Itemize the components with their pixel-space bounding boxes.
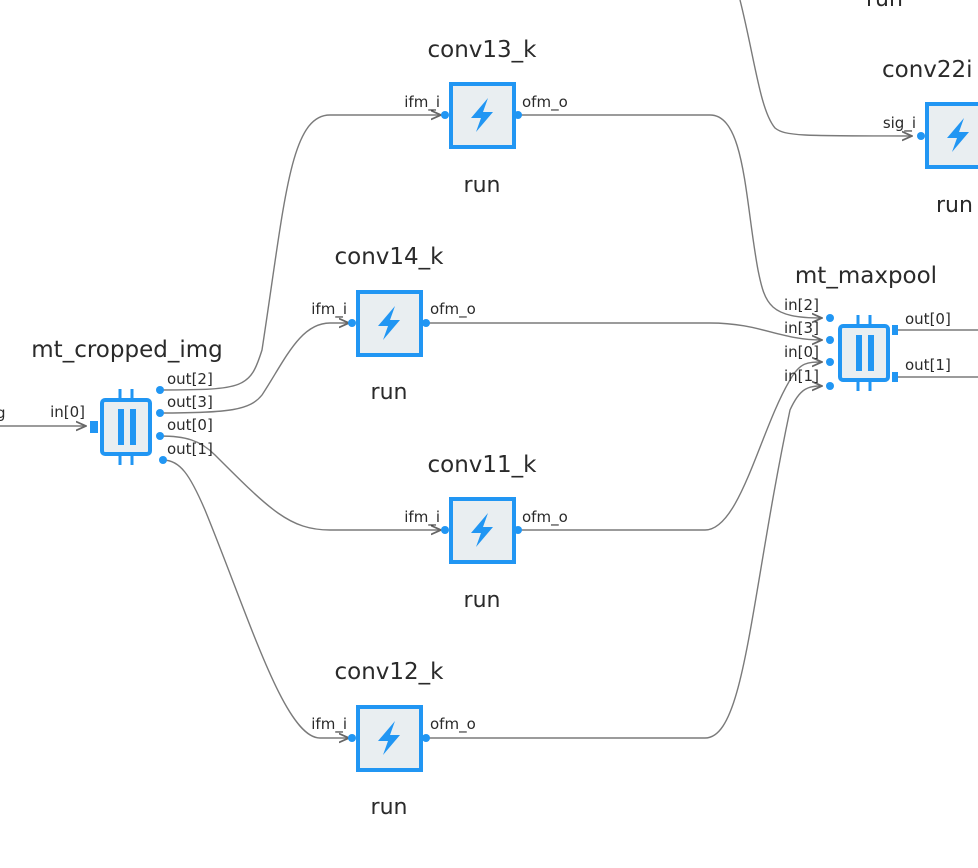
edges	[0, 0, 978, 738]
output-port-label: out[1]	[905, 356, 951, 374]
output-port-dot[interactable]	[422, 319, 430, 327]
output-port-label: out[3]	[167, 393, 213, 411]
node-label: run	[464, 173, 501, 198]
output-port-dot[interactable]	[156, 386, 164, 394]
input-port-dot[interactable]	[826, 336, 834, 344]
output-port-dot[interactable]	[514, 526, 522, 534]
edge-out0-conv11	[159, 435, 441, 530]
node-conv22[interactable]: run conv22i sig_i run	[866, 0, 978, 218]
node-title: conv13_k	[428, 37, 538, 63]
input-port-dot[interactable]	[441, 111, 449, 119]
output-port-dot[interactable]	[892, 372, 898, 382]
node-top-label: run	[866, 0, 903, 12]
node-title: conv14_k	[335, 244, 445, 270]
output-port-label: ofm_o	[522, 508, 568, 527]
output-port-label: ofm_o	[522, 93, 568, 112]
input-port-label: ifm_i	[404, 508, 440, 527]
input-port-label: in[0]	[50, 403, 85, 421]
input-port-dot[interactable]	[348, 734, 356, 742]
node-label: run	[371, 380, 408, 405]
input-port-label: in[1]	[784, 367, 819, 385]
edge-out2-conv13	[159, 115, 441, 391]
input-port-label: ifm_i	[311, 715, 347, 734]
node-title: conv22i	[882, 57, 973, 83]
edge-out1-conv12	[162, 459, 349, 738]
parallel-bars-icon[interactable]	[838, 313, 890, 393]
node-conv11[interactable]: conv11_k ifm_i ofm_o run	[404, 452, 567, 613]
node-label: run	[371, 795, 408, 820]
node-title: mt_cropped_img	[31, 337, 222, 363]
edge-conv11-maxpool	[518, 362, 822, 531]
edge-into-conv22	[739, 0, 912, 136]
node-mt-maxpool[interactable]: mt_maxpool in[2] in[3] in[0] in[1] out[0…	[784, 263, 951, 393]
node-title: conv12_k	[335, 659, 445, 685]
input-port-label: in[2]	[784, 296, 819, 314]
output-port-dot[interactable]	[422, 734, 430, 742]
output-port-label: out[2]	[167, 370, 213, 388]
input-port-dot[interactable]	[90, 421, 98, 433]
node-conv12[interactable]: conv12_k ifm_i ofm_o run	[311, 659, 475, 820]
source-label-fragment: g	[0, 404, 6, 422]
edge-conv12-maxpool	[426, 386, 822, 739]
parallel-bars-icon[interactable]	[100, 387, 152, 467]
input-port-label: in[3]	[784, 319, 819, 337]
output-port-dot[interactable]	[892, 325, 898, 335]
input-port-dot[interactable]	[826, 382, 834, 390]
node-title: mt_maxpool	[795, 263, 937, 289]
node-title: conv11_k	[428, 452, 538, 478]
output-port-label: ofm_o	[430, 715, 476, 734]
node-conv13[interactable]: conv13_k ifm_i ofm_o run	[404, 37, 567, 198]
edge-out3-conv14	[159, 323, 349, 414]
node-mt-cropped-img[interactable]: mt_cropped_img g in[0] out[2] out[3] out…	[0, 337, 223, 467]
input-port-dot[interactable]	[826, 358, 834, 366]
input-port-label: ifm_i	[404, 93, 440, 112]
output-port-label: ofm_o	[430, 300, 476, 319]
input-port-dot[interactable]	[441, 526, 449, 534]
input-port-dot[interactable]	[826, 314, 834, 322]
input-port-dot[interactable]	[348, 319, 356, 327]
node-label: run	[936, 193, 973, 218]
output-port-label: out[0]	[167, 416, 213, 434]
output-port-dot[interactable]	[514, 111, 522, 119]
output-port-label: out[0]	[905, 310, 951, 328]
node-label: run	[464, 588, 501, 613]
output-port-label: out[1]	[167, 440, 213, 458]
input-port-label: ifm_i	[311, 300, 347, 319]
edge-conv14-maxpool	[426, 322, 822, 340]
input-port-label: sig_i	[883, 114, 916, 133]
output-port-dot[interactable]	[159, 456, 167, 464]
input-port-dot[interactable]	[917, 132, 925, 140]
edge-conv13-maxpool	[518, 114, 822, 318]
kernel-box[interactable]	[449, 497, 516, 564]
output-port-dot[interactable]	[156, 432, 164, 440]
output-port-dot[interactable]	[156, 409, 164, 417]
node-conv14[interactable]: conv14_k ifm_i ofm_o run	[311, 244, 475, 405]
input-port-label: in[0]	[784, 343, 819, 361]
